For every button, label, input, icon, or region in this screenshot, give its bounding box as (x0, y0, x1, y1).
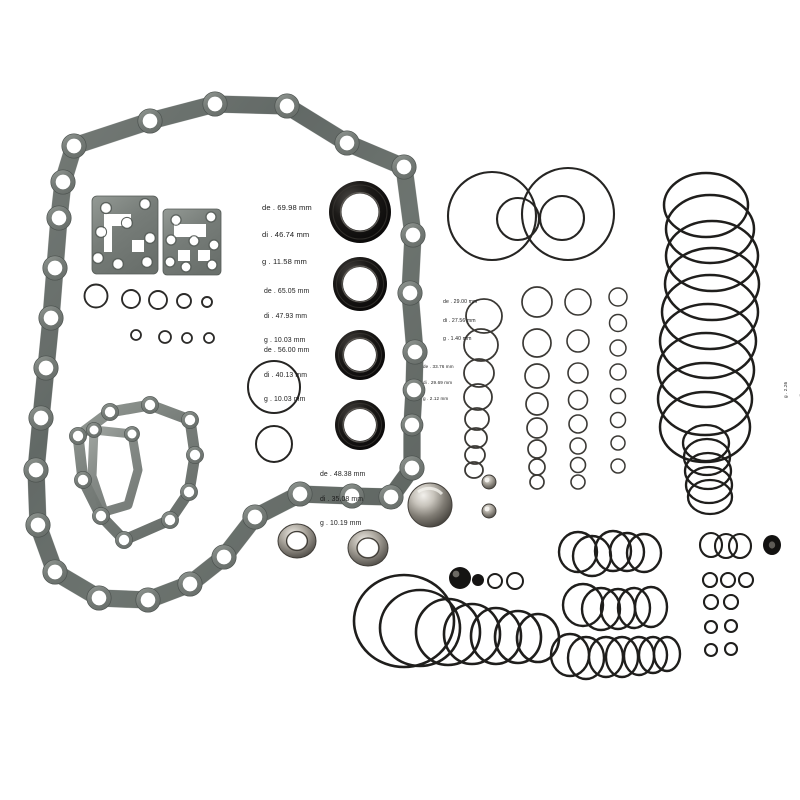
spec-di: di . 29.69 mm (423, 380, 453, 386)
oil-seal-65-05-spec: de . 65.05 mm di . 47.93 mm g . 10.03 mm (264, 272, 309, 362)
oring-fan-bottom-center (352, 573, 561, 669)
oil-seal-1 (329, 181, 391, 243)
oring-large-pair-top-right (446, 166, 616, 262)
oring-stack-right-small (681, 423, 734, 516)
spec-di: di . 27.56 mm (443, 317, 476, 324)
oring-row-bottom-right-1 (557, 529, 663, 578)
oring-row-top-small-left (83, 283, 213, 310)
oring-row-bottom-right-2 (561, 582, 669, 632)
spec-di: di . 46.74 mm (262, 229, 310, 239)
spec-di: di . 47.93 mm (264, 312, 308, 320)
oil-seal-48-38-spec: de . 48.38 mm di . 35.08 mm g . 10.19 mm (320, 455, 365, 545)
oring-row-bottom-small-left (130, 329, 215, 344)
spec-de: de . 29.00 mm (443, 299, 478, 306)
spec-g: g . 10.03 mm (264, 337, 306, 345)
oring-column-1 (463, 298, 503, 479)
bushing-right (347, 529, 389, 567)
side-cover-gasket (69, 396, 204, 549)
valve-body-gasket-small (162, 208, 222, 276)
spec-de: de . 65.05 mm (264, 288, 310, 296)
oring-row-bottom-right-3 (549, 632, 682, 681)
oring-medium-center (247, 360, 301, 463)
main-case-gasket (23, 91, 428, 613)
spec-g: g . 10.19 mm (320, 520, 362, 528)
check-ball-upper (481, 474, 497, 490)
o-ring-edge-rotated-spec: g . 2.26 di . 2.5 (772, 382, 800, 398)
spec-di: di . 40.13 mm (264, 371, 308, 379)
seal-plug-small (763, 535, 781, 555)
spec-de: de . 56.00 mm (264, 347, 310, 355)
oring-column-2 (521, 286, 553, 490)
oil-seal-4 (335, 400, 385, 450)
oil-seal-2 (333, 257, 387, 311)
check-ball-lower (481, 503, 497, 519)
spec-de: de . 33.76 mm (423, 363, 454, 369)
valve-body-gasket-large (91, 195, 159, 275)
oil-seal-69-98-spec: de . 69.98 mm di . 46.74 mm g . 11.58 mm (262, 186, 312, 284)
oring-column-3 (564, 288, 592, 490)
oring-column-4 (608, 287, 628, 474)
spec-g: g . 11.58 mm (262, 256, 307, 266)
spec-g: g . 2.26 (782, 381, 788, 398)
thrust-washer-large (407, 482, 453, 528)
oil-seal-56-00-spec: de . 56.00 mm di . 40.13 mm g . 10.03 mm (264, 331, 309, 421)
bushing-left (277, 523, 317, 559)
spec-g: g . 10.03 mm (264, 396, 306, 404)
spec-de: de . 48.38 mm (320, 471, 366, 479)
spec-de: de . 69.98 mm (262, 202, 312, 212)
spec-g: g . 1.40 mm (443, 336, 472, 342)
oring-small-cluster-right (698, 531, 755, 658)
oring-stack-right-large (656, 171, 761, 464)
oil-seal-3 (335, 330, 385, 380)
spec-g: g . 2.12 mm (423, 396, 449, 402)
oring-check-ball-row (449, 567, 524, 590)
o-ring-29-00-spec: de . 29.00 mm di . 27.56 mm g . 1.40 mm (443, 287, 477, 354)
o-ring-33-76-spec: de . 33.76 mm di . 29.69 mm g . 2.12 mm (423, 353, 454, 412)
spec-di: di . 35.08 mm (320, 495, 364, 503)
